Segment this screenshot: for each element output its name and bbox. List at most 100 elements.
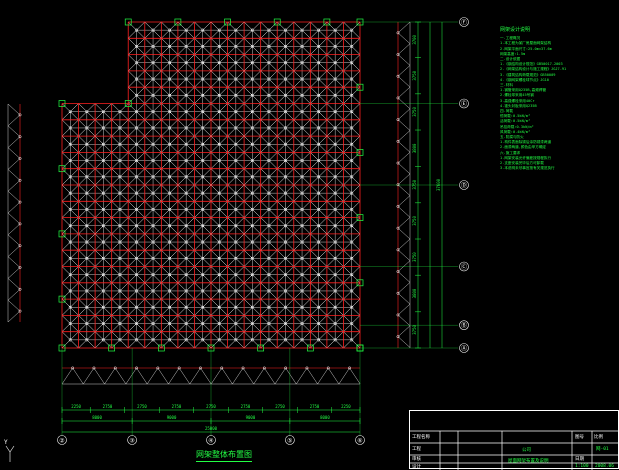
web-member	[243, 29, 253, 39]
web-member	[343, 225, 352, 235]
web-member	[351, 201, 361, 210]
ball-node	[333, 322, 337, 326]
web-member	[177, 339, 187, 349]
web-member	[128, 62, 137, 72]
web-member	[144, 111, 154, 120]
ball-node	[85, 224, 89, 228]
web-member	[210, 282, 220, 292]
web-member	[210, 331, 220, 341]
web-member	[136, 217, 145, 226]
web-member	[128, 209, 137, 218]
web-member	[185, 323, 195, 332]
web-member	[210, 250, 220, 259]
web-member	[169, 119, 179, 129]
ball-node	[350, 305, 354, 309]
web-member	[177, 144, 187, 153]
ball-node	[317, 159, 321, 163]
web-member	[152, 323, 162, 332]
web-member	[235, 290, 245, 300]
edge-truss-web	[7, 125, 21, 137]
web-member	[293, 144, 303, 153]
web-member	[235, 258, 245, 267]
web-member	[103, 176, 112, 186]
web-member	[177, 62, 187, 72]
web-member	[111, 201, 121, 210]
web-member	[235, 266, 245, 275]
web-member	[128, 339, 137, 349]
web-member	[268, 87, 278, 96]
edge-truss-web	[397, 293, 411, 305]
ball-node	[151, 77, 155, 81]
web-member	[119, 266, 129, 275]
web-member	[243, 201, 253, 210]
web-member	[210, 192, 220, 202]
web-member	[318, 241, 328, 251]
ball-node	[350, 93, 354, 97]
web-member	[152, 176, 162, 186]
edge-truss-web	[7, 278, 21, 290]
web-member	[277, 62, 286, 72]
ball-node	[134, 93, 139, 97]
web-member	[152, 111, 162, 120]
web-member	[136, 95, 145, 104]
web-member	[86, 331, 96, 341]
edge-truss-web	[7, 191, 21, 203]
web-member	[185, 95, 195, 104]
web-member	[326, 70, 336, 80]
web-member	[94, 144, 104, 153]
ball-node	[217, 110, 221, 114]
web-member	[326, 250, 336, 259]
dimension-text: 3750	[412, 325, 417, 335]
web-member	[351, 87, 361, 96]
ball-node	[350, 126, 354, 130]
ball-node	[118, 191, 122, 195]
web-member	[326, 21, 336, 31]
web-member	[351, 160, 361, 169]
web-member	[111, 176, 121, 186]
web-member	[219, 103, 228, 112]
ball-node	[184, 44, 188, 49]
ball-node	[134, 126, 139, 130]
web-member	[260, 168, 270, 178]
ball-node	[250, 44, 254, 49]
web-member	[177, 168, 187, 178]
web-member	[219, 323, 228, 332]
web-member	[152, 209, 162, 218]
web-member	[61, 282, 71, 292]
web-member	[219, 290, 228, 300]
web-member	[136, 103, 145, 112]
axis-label: ④	[208, 438, 213, 445]
support-node	[356, 83, 364, 91]
web-member	[235, 201, 245, 210]
web-member	[252, 266, 261, 275]
web-member	[78, 266, 88, 275]
web-member	[185, 103, 195, 112]
ball-node	[18, 157, 22, 160]
web-member	[277, 176, 286, 186]
web-member	[227, 78, 237, 88]
ball-node	[201, 305, 205, 309]
web-member	[235, 282, 245, 292]
ball-node	[68, 256, 72, 260]
web-member	[144, 135, 154, 145]
ball-node	[250, 191, 254, 195]
ball-node	[68, 191, 72, 195]
scale-label: 比例	[594, 435, 603, 440]
ball-node	[317, 305, 321, 309]
ball-node	[118, 142, 122, 146]
web-member	[144, 29, 154, 39]
web-member	[61, 209, 71, 218]
ball-node	[18, 287, 22, 291]
web-member	[169, 250, 179, 259]
web-member	[268, 225, 278, 235]
web-member	[326, 160, 336, 169]
web-member	[227, 111, 237, 120]
web-member	[243, 282, 253, 292]
web-member	[78, 144, 88, 153]
web-member	[78, 331, 88, 341]
web-member	[334, 184, 344, 194]
ball-node	[184, 224, 188, 228]
web-member	[152, 225, 162, 235]
web-member	[243, 323, 253, 332]
